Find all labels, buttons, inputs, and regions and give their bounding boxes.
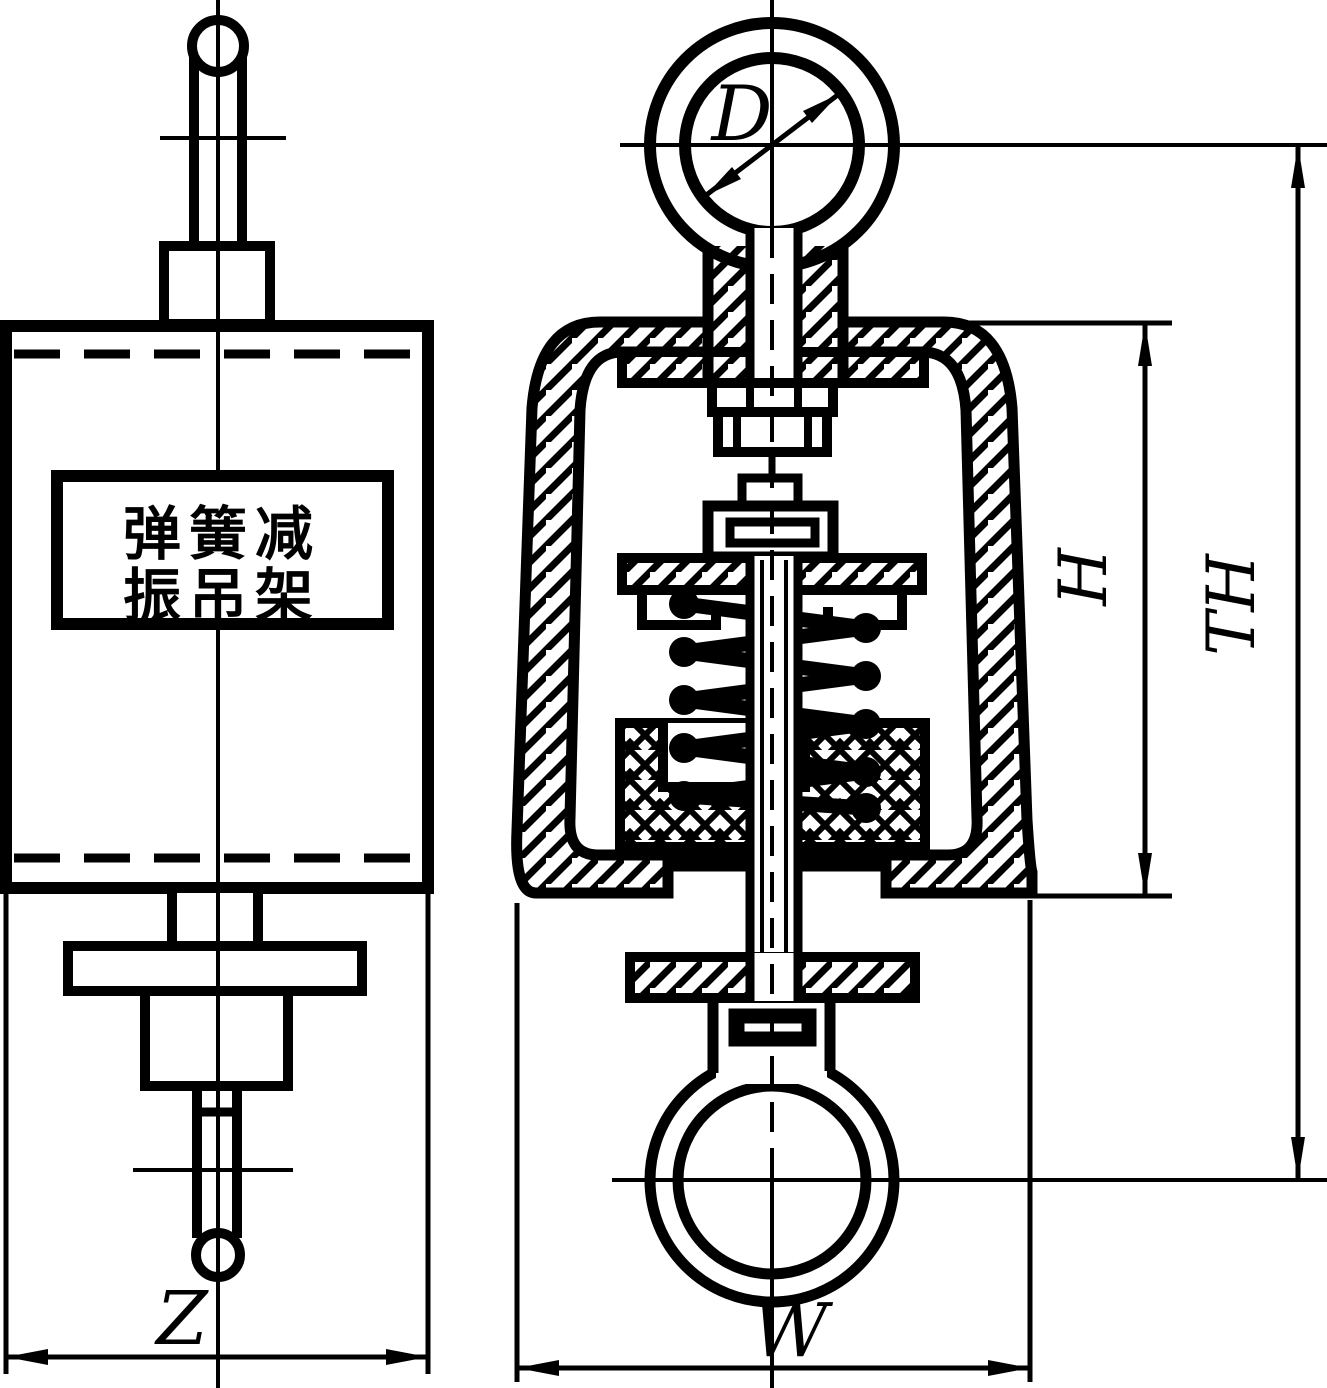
h-dimension-label: H — [1045, 547, 1122, 607]
arrowhead — [386, 1349, 428, 1365]
d-dimension-label: D — [710, 69, 773, 158]
lower-flange — [63, 941, 367, 996]
arrowhead — [1138, 323, 1152, 366]
name-plate-text-line1: 弹簧减 — [123, 500, 321, 568]
arrowhead — [705, 167, 741, 196]
arrowhead — [988, 1360, 1030, 1376]
spring-wire-sections — [669, 589, 881, 823]
arrowhead — [1138, 853, 1152, 896]
right-view-section: D H TH W — [511, 0, 1327, 1388]
th-dimension-label: TH — [1193, 553, 1270, 656]
housing-shell-section — [511, 316, 1038, 899]
arrowhead — [517, 1360, 559, 1376]
lower-stem — [167, 883, 263, 951]
arrowhead — [803, 94, 839, 123]
name-plate-text-line2: 振吊架 — [123, 562, 321, 630]
arrowhead — [6, 1349, 48, 1365]
seat-rim-left — [637, 592, 721, 630]
w-dimension-label: W — [752, 1288, 834, 1374]
arrowhead — [1291, 1137, 1305, 1180]
z-dimension-label: Z — [154, 1276, 209, 1362]
name-plate — [51, 470, 394, 630]
left-view-external: 弹簧减 振吊架 Z — [0, 0, 434, 1388]
arrowhead — [1291, 145, 1305, 188]
